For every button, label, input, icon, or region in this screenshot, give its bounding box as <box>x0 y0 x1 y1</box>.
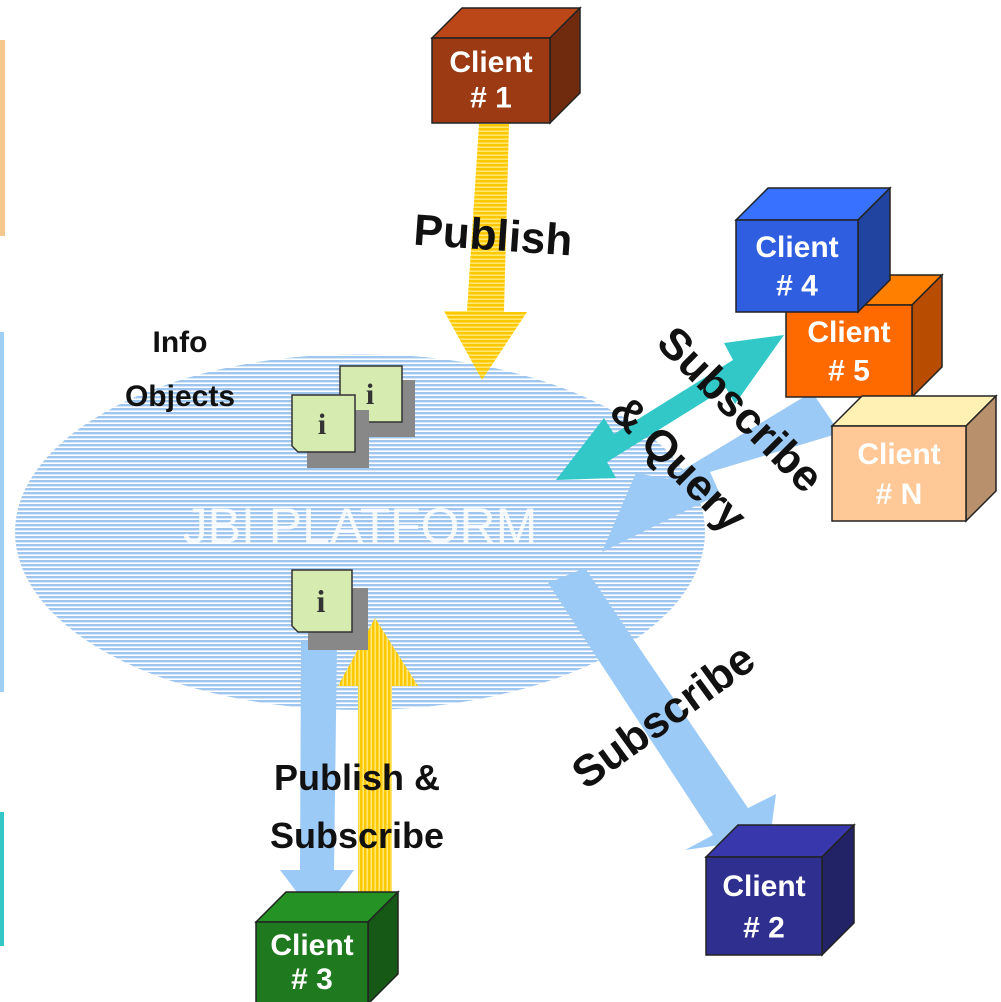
platform: JBI PLATFORM <box>15 354 705 710</box>
subscribe-arrow <box>548 568 776 850</box>
client-cube-4: Client # 4 <box>734 186 892 314</box>
left-edge-fragments <box>0 40 5 946</box>
edge-fragment-teal <box>0 812 4 946</box>
client-label-line2: # 4 <box>776 269 818 302</box>
subscribe-query-double-arrow <box>556 335 784 480</box>
client-cube-6: Client # N <box>830 394 998 523</box>
client-label-line1: Client <box>270 929 353 962</box>
client-label-line1: Client <box>755 231 838 264</box>
client-label-line1: Client <box>449 46 532 79</box>
client-label-line1: Client <box>722 870 805 903</box>
cube-front-face <box>785 304 913 398</box>
client-label-line2: # 5 <box>828 354 870 387</box>
client-cube-5: Client # 5 <box>784 273 944 399</box>
cube-front-face <box>831 425 967 522</box>
publish-label: Publish <box>412 206 574 266</box>
info-objects: i i i Info Objects <box>125 326 415 650</box>
svg-text:i: i <box>318 408 326 441</box>
edge-fragment-orange <box>0 40 5 236</box>
publish-up-arrow <box>338 618 418 903</box>
client-label-line2: # 2 <box>743 911 785 944</box>
publish-arrow <box>444 124 527 380</box>
client-cube-2: Client # 2 <box>704 823 856 957</box>
platform-label: JBI PLATFORM <box>183 498 538 554</box>
info-objects-label-line2: Objects <box>125 380 235 413</box>
note-icon-front: i <box>291 394 369 468</box>
cube-front-face <box>431 37 551 124</box>
cube-front-face <box>705 856 823 956</box>
info-objects-label-line1: Info <box>153 326 208 359</box>
client-cube-3: Client# 3 <box>254 890 400 1002</box>
client-label-line1: Client <box>857 438 940 471</box>
publish-subscribe-label-line2: Subscribe <box>270 815 444 856</box>
cube-front-face <box>735 219 859 313</box>
publish-subscribe-label-line1: Publish & <box>274 757 440 798</box>
edge-fragment-blue <box>0 332 4 692</box>
subscribe-down-arrow <box>280 642 354 920</box>
note-icon-bottom: i <box>291 569 368 650</box>
client-label-line2: # N <box>876 478 923 511</box>
platform-ellipse <box>15 354 705 710</box>
client-label-line1: Client <box>807 316 890 349</box>
client-cube-1: Client# 1 <box>430 6 582 125</box>
cube-front-face <box>255 921 369 1002</box>
client-label-line2: # 3 <box>291 963 333 996</box>
client-label-line2: # 1 <box>470 82 512 115</box>
subscribe-query-arrow-lower <box>602 392 840 552</box>
svg-text:i: i <box>317 583 326 619</box>
svg-text:i: i <box>366 378 374 411</box>
